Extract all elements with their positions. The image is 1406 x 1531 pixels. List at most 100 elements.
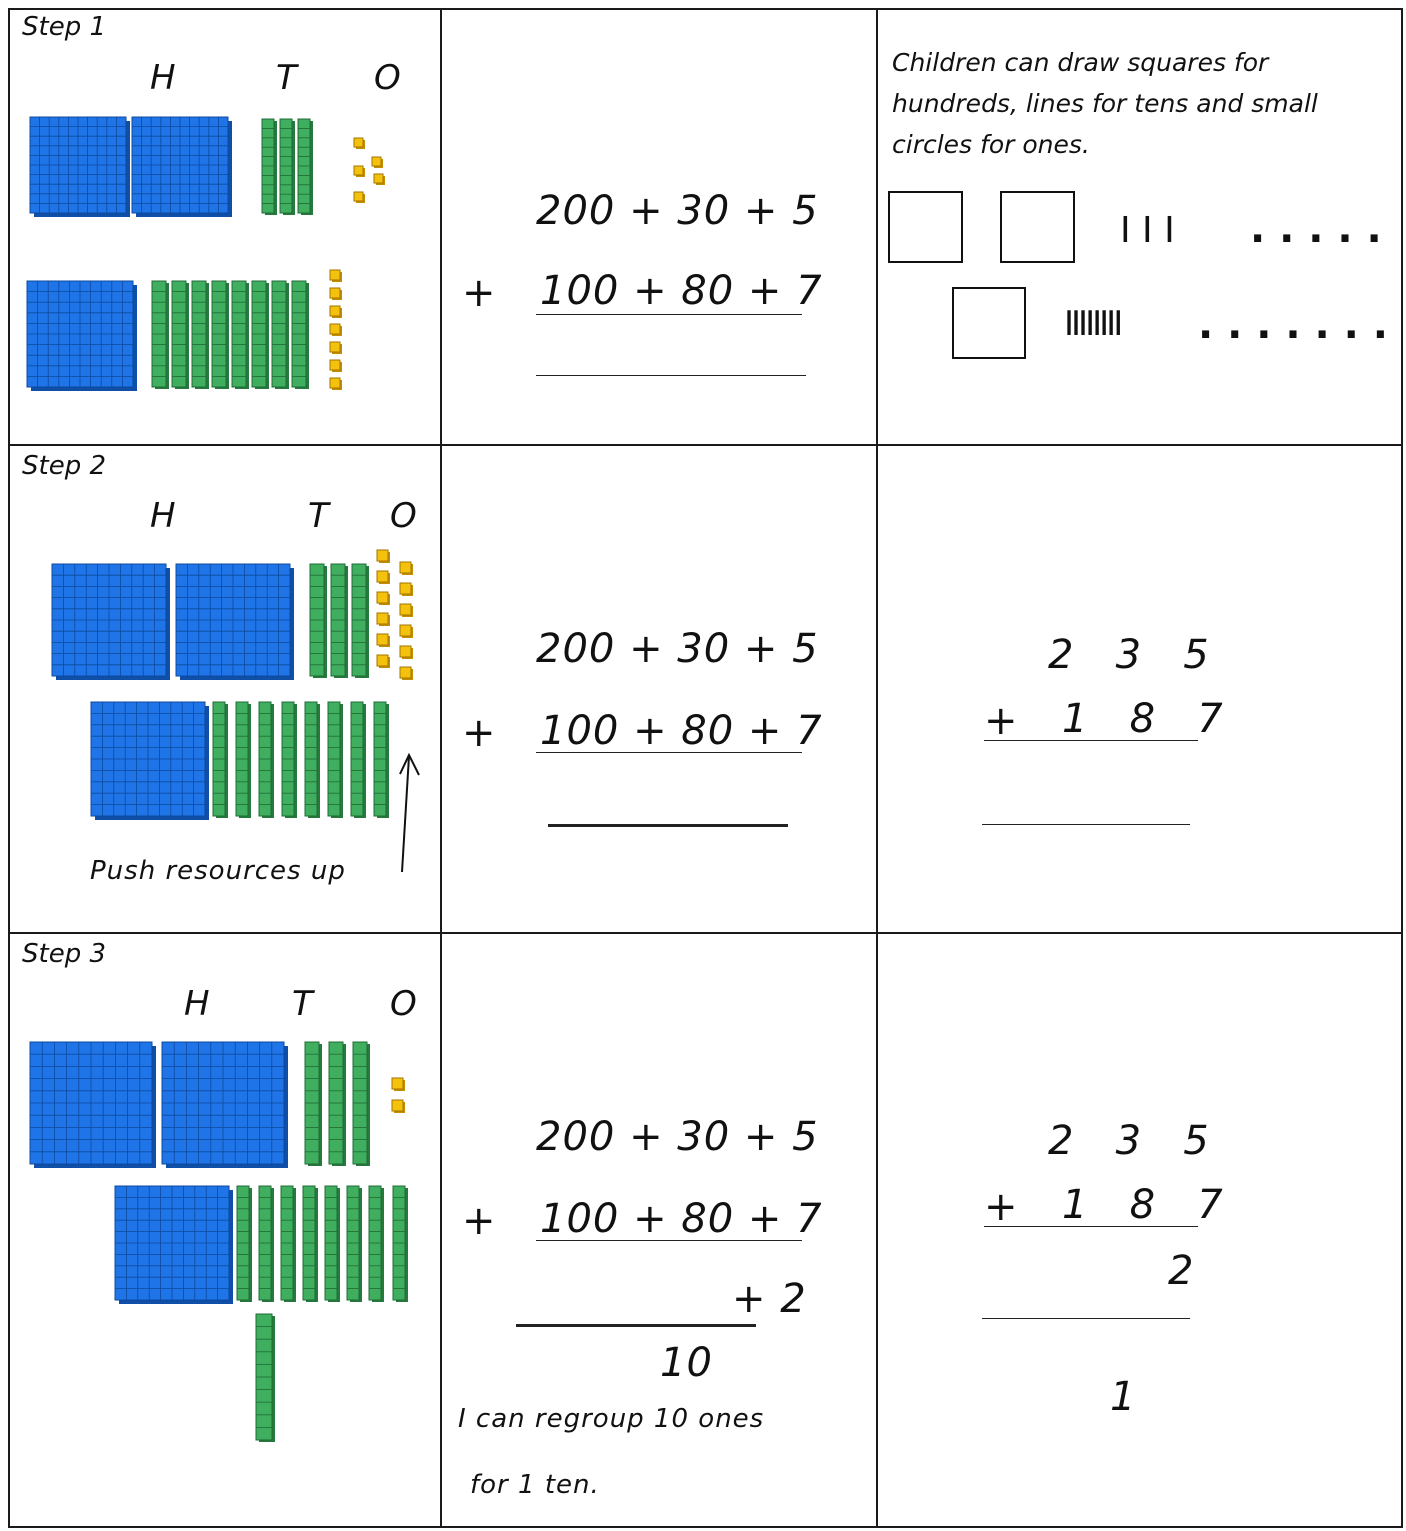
ten-rod — [232, 281, 249, 389]
step-3-tens-header: T — [292, 984, 313, 1024]
step-1-label: Step 1 — [22, 12, 106, 42]
ten-rod — [393, 1186, 408, 1302]
ten-rod — [213, 702, 228, 818]
hundred-square-drawing — [952, 287, 1026, 359]
ten-rod — [236, 702, 251, 818]
ten-rod — [292, 281, 309, 389]
ten-rod — [259, 1186, 274, 1302]
one-cube — [354, 166, 365, 177]
one-cube — [400, 583, 413, 596]
ten-rod — [353, 1042, 370, 1166]
one-cube — [330, 288, 342, 300]
push-resources-note: Push resources up — [90, 856, 346, 886]
one-cube — [330, 324, 342, 336]
one-cube — [377, 550, 390, 563]
hundred-flat-block — [91, 702, 209, 820]
step-2-label: Step 2 — [22, 451, 106, 481]
step-1-expanded-plus: + — [462, 270, 497, 316]
step-2-column-top: 2 3 5 — [1048, 632, 1210, 678]
hundred-flat-block — [115, 1186, 233, 1304]
one-cube — [330, 360, 342, 372]
step-2-hundreds-header: H — [150, 496, 176, 536]
one-cube — [392, 1078, 405, 1091]
step-3-expanded-bottom: 100 + 80 + 7 — [540, 1196, 823, 1242]
hundred-flat-block — [30, 1042, 156, 1168]
one-dots-drawing: . . . . . . . — [1198, 302, 1388, 348]
one-cube — [330, 342, 342, 354]
ten-rod — [298, 119, 313, 215]
one-cube — [372, 157, 383, 168]
ten-rod — [329, 1042, 346, 1166]
one-cube — [377, 655, 390, 668]
step-1-underline — [536, 314, 802, 315]
ten-rod — [152, 281, 169, 389]
step-3-expanded-top: 200 + 30 + 5 — [536, 1114, 819, 1160]
ten-rod — [328, 702, 343, 818]
ten-rod — [352, 564, 369, 678]
one-cube — [354, 138, 365, 149]
step-1-ones-header: O — [374, 58, 401, 98]
ten-rod — [280, 119, 295, 215]
step-2-tens-header: T — [308, 496, 329, 536]
one-cube — [354, 192, 365, 203]
step-2-expanded-plus: + — [462, 710, 497, 756]
one-cube — [377, 592, 390, 605]
step-2-column-answer-line — [982, 824, 1190, 825]
ten-rod — [347, 1186, 362, 1302]
one-cube — [330, 270, 342, 282]
hundred-flat-block — [162, 1042, 288, 1168]
step-2-column-underline — [984, 740, 1198, 741]
step-2-column-plus: + — [984, 698, 1019, 744]
step-2-expanded-top: 200 + 30 + 5 — [536, 626, 819, 672]
step-3-answer-line — [516, 1324, 756, 1327]
ten-lines-drawing: IIIIIIII — [1064, 304, 1120, 344]
regroup-note-line-1: I can regroup 10 ones — [458, 1404, 764, 1434]
ten-rod — [272, 281, 289, 389]
step-3-column-answer-line — [982, 1318, 1190, 1319]
one-cube — [400, 604, 413, 617]
hundred-flat-block — [30, 117, 130, 217]
ten-rod — [305, 1042, 322, 1166]
ten-rod — [369, 1186, 384, 1302]
step-1-hundreds-header: H — [150, 58, 176, 98]
hundred-square-drawing — [1000, 191, 1075, 263]
step-3-regroup-ten: 10 — [660, 1340, 713, 1386]
one-cube — [400, 667, 413, 680]
hundred-flat-block — [52, 564, 170, 680]
ten-rod — [282, 702, 297, 818]
ten-rod — [331, 564, 348, 678]
ten-rod — [303, 1186, 318, 1302]
one-cube — [377, 634, 390, 647]
step-1-answer-line — [536, 375, 806, 376]
step-3-column-plus: + — [984, 1184, 1019, 1230]
step-2-underline — [536, 752, 802, 753]
hundred-square-drawing — [888, 191, 963, 263]
step-3-column-answer: 2 — [1168, 1248, 1194, 1294]
ten-rod — [374, 702, 389, 818]
ten-rod — [252, 281, 269, 389]
step-2-expanded-bottom: 100 + 80 + 7 — [540, 708, 823, 754]
step-3-column-carry: 1 — [1110, 1374, 1136, 1420]
one-cube — [330, 306, 342, 318]
step-2-ones-header: O — [390, 496, 417, 536]
step-1-expanded-top: 200 + 30 + 5 — [536, 188, 819, 234]
step-2-answer-line — [548, 824, 788, 827]
ten-rod — [325, 1186, 340, 1302]
one-cube — [400, 646, 413, 659]
ten-rod — [192, 281, 209, 389]
step-2-column-bottom: 1 8 7 — [1062, 696, 1224, 742]
ten-rod — [310, 564, 327, 678]
one-cube — [377, 613, 390, 626]
one-dots-drawing: . . . . . — [1250, 206, 1382, 252]
step-3-label: Step 3 — [22, 939, 106, 969]
ten-rod — [172, 281, 189, 389]
ten-rod — [237, 1186, 252, 1302]
ten-rod — [259, 702, 274, 818]
ten-rod — [281, 1186, 296, 1302]
step-1-tens-header: T — [276, 58, 297, 98]
ten-rod — [351, 702, 366, 818]
step-1-pictorial-note: Children can draw squares for hundreds, … — [892, 42, 1362, 165]
hundred-flat-block — [132, 117, 232, 217]
step-3-ones-header: O — [390, 984, 417, 1024]
ten-rod — [305, 702, 320, 818]
